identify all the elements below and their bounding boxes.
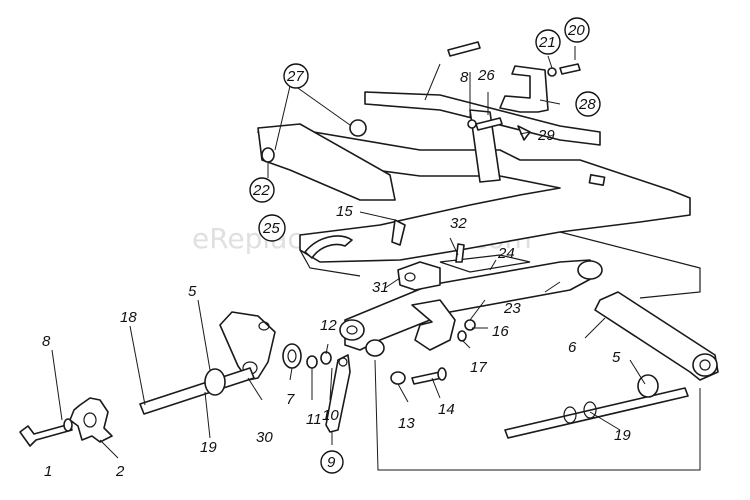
callout-circle: [575, 91, 601, 117]
callout: 23: [503, 300, 521, 317]
callout: 14: [438, 401, 455, 418]
callout: 9: [327, 454, 336, 471]
callout-circle: [564, 17, 590, 43]
callout: 15: [336, 203, 353, 220]
link-9: [325, 354, 351, 433]
callout: 5: [188, 283, 197, 300]
link-arm: [594, 291, 719, 381]
callout: 17: [470, 359, 487, 376]
callout: 32: [450, 215, 467, 232]
callout-circle: [535, 29, 561, 55]
callout: 21: [538, 34, 556, 51]
callout: 2: [115, 463, 125, 480]
callout-circle: [320, 450, 344, 474]
callout: 31: [372, 279, 389, 296]
callout: 24: [497, 245, 515, 262]
callout-circle: [283, 63, 309, 89]
callout: 19: [200, 439, 217, 456]
callout: 8: [460, 69, 469, 86]
callout: 30: [256, 429, 273, 446]
shaft-assembly: [19, 343, 332, 447]
callout: 7: [286, 391, 295, 408]
leader-lines: [51, 46, 701, 471]
callout: 20: [567, 22, 585, 39]
callout: 26: [477, 67, 495, 84]
callout: 25: [262, 220, 280, 237]
callout: 18: [120, 309, 137, 326]
callout: 29: [537, 127, 555, 144]
callout: 27: [286, 68, 304, 85]
callout: 10: [322, 407, 339, 424]
callout: 11: [306, 411, 322, 428]
callout: 6: [568, 339, 577, 356]
callout-circle: [258, 214, 286, 242]
callout: 12: [320, 317, 337, 334]
callout: 19: [614, 427, 631, 444]
lower-shaft: [504, 374, 689, 439]
callout: 1: [44, 463, 52, 480]
swing-arm: [339, 254, 603, 357]
hardware: [261, 41, 581, 385]
callout: 28: [578, 96, 596, 113]
callout: 8: [42, 333, 51, 350]
callout: 22: [252, 182, 270, 199]
callout-circle: [249, 177, 275, 203]
callout: 5: [612, 349, 621, 366]
callout-group: 1 2 8 18 19 5 30 7 11 10 12 9 13 14 17 1…: [42, 17, 631, 480]
upper-frame: [257, 91, 701, 299]
callout: 16: [492, 323, 509, 340]
callout: 13: [398, 415, 415, 432]
